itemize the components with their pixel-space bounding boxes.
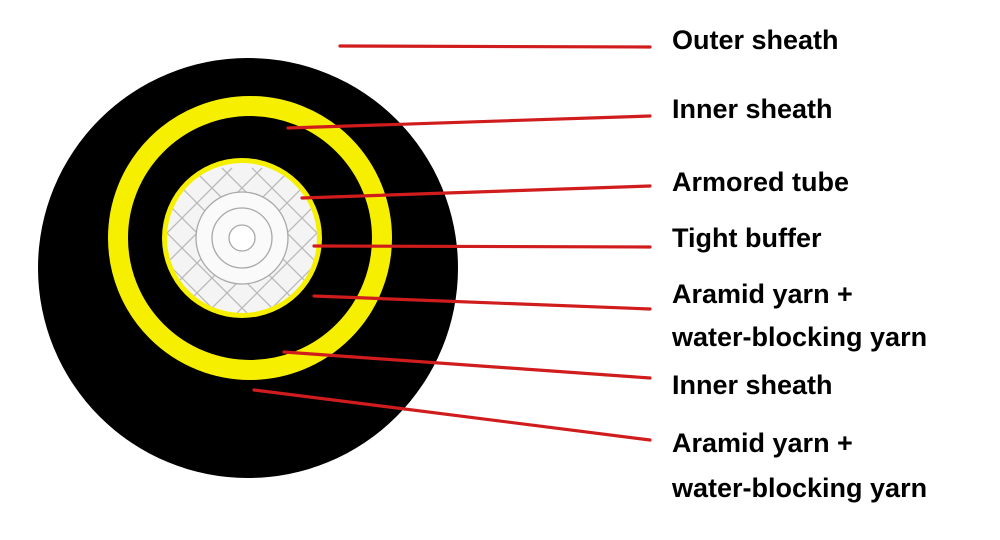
leader-line-aramid-yarn-inner	[312, 294, 652, 311]
label-aramid-yarn-outer-line-2: water-blocking yarn	[671, 473, 927, 503]
tight-buffer-middle-ring	[211, 207, 273, 269]
cable-cross-section	[38, 58, 458, 478]
leader-lines	[252, 44, 652, 442]
fiber-core	[228, 224, 256, 252]
label-aramid-yarn-outer-line-1: Aramid yarn +	[672, 428, 853, 458]
leader-line-armored-tube	[300, 184, 652, 200]
label-aramid-yarn-inner-line-1: Aramid yarn +	[672, 279, 853, 309]
label-inner-sheath: Inner sheath	[672, 94, 833, 124]
leader-line-inner-sheath-2	[282, 350, 652, 380]
leader-line-tight-buffer	[312, 244, 652, 249]
label-inner-sheath-2: Inner sheath	[672, 370, 833, 400]
label-outer-sheath: Outer sheath	[672, 25, 839, 55]
leader-line-aramid-yarn-outer	[252, 388, 652, 442]
label-armored-tube: Armored tube	[672, 167, 849, 197]
leader-line-inner-sheath	[286, 114, 652, 130]
callout-labels: Outer sheath Inner sheath Armored tube T…	[671, 25, 927, 503]
leader-line-outer-sheath	[338, 44, 652, 49]
label-tight-buffer: Tight buffer	[672, 223, 822, 253]
outer-yarn-ring	[108, 96, 392, 380]
label-aramid-yarn-inner-line-2: water-blocking yarn	[671, 322, 927, 352]
